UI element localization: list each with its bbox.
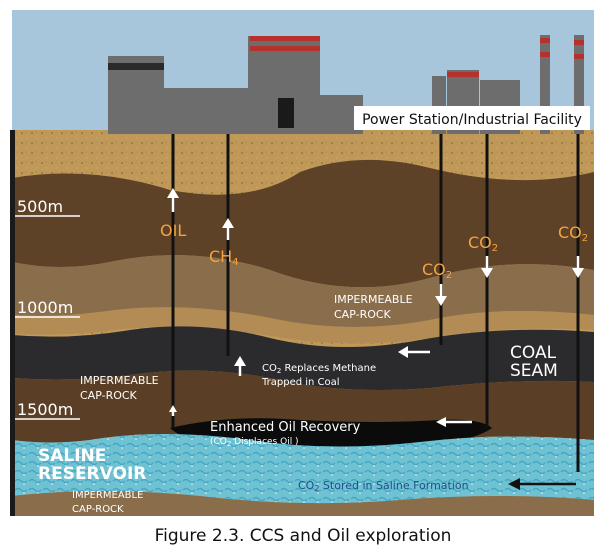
facility-label-bg [354, 106, 590, 130]
methane-note-line1: CO2 Replaces Methane [262, 363, 376, 375]
label-oil: OIL [160, 221, 186, 240]
oil-recovery-subtitle: (CO2 Displaces Oil ) [210, 437, 299, 448]
saline-line2: RESERVOIR [38, 464, 146, 484]
saline-line1: SALINE [38, 446, 106, 466]
label-ch4: CH4 [209, 247, 239, 268]
depth-1000m: 1000m [17, 298, 73, 317]
cap-rock-middle-line1: IMPERMEABLE [80, 374, 159, 387]
methane-note-line2: Trapped in Coal [261, 377, 340, 388]
cap-rock-bottom-line1: IMPERMEABLE [72, 490, 143, 501]
layer-bottom-cap-rock [12, 491, 594, 516]
depth-scale: 500m 1000m 1500m [15, 197, 80, 420]
oil-recovery-title: Enhanced Oil Recovery [210, 420, 361, 435]
layer-light-upper [12, 307, 594, 344]
coal-seam [12, 326, 594, 391]
coal-seam-line1: COAL [510, 343, 557, 363]
wells [171, 134, 580, 472]
layer-dark-brown-upper [12, 159, 594, 288]
cap-rock-middle-line2: CAP-ROCK [80, 389, 138, 402]
label-co2-oil: CO2 [468, 233, 498, 254]
figure-caption: Figure 2.3. CCS and Oil exploration [155, 526, 452, 546]
saline-flow-arrow [508, 478, 576, 490]
label-co2-saline: CO2 [558, 223, 588, 244]
layer-mid-brown [12, 255, 594, 328]
frame-left-edge [10, 130, 15, 516]
cap-rock-upper-line2: CAP-ROCK [334, 308, 392, 321]
flow-arrows [167, 188, 584, 427]
label-co2-coal: CO2 [422, 260, 452, 281]
coal-seam-line2: SEAM [510, 361, 558, 381]
depth-1500m: 1500m [17, 400, 73, 419]
cap-rock-bottom-line2: CAP-ROCK [72, 504, 124, 515]
facility-label: Power Station/Industrial Facility [362, 112, 582, 128]
saline-texture-fill [12, 434, 594, 504]
cap-rock-upper-line1: IMPERMEABLE [334, 293, 413, 306]
saline-note: CO2 Stored in Saline Formation [298, 479, 469, 493]
depth-500m: 500m [17, 197, 63, 216]
